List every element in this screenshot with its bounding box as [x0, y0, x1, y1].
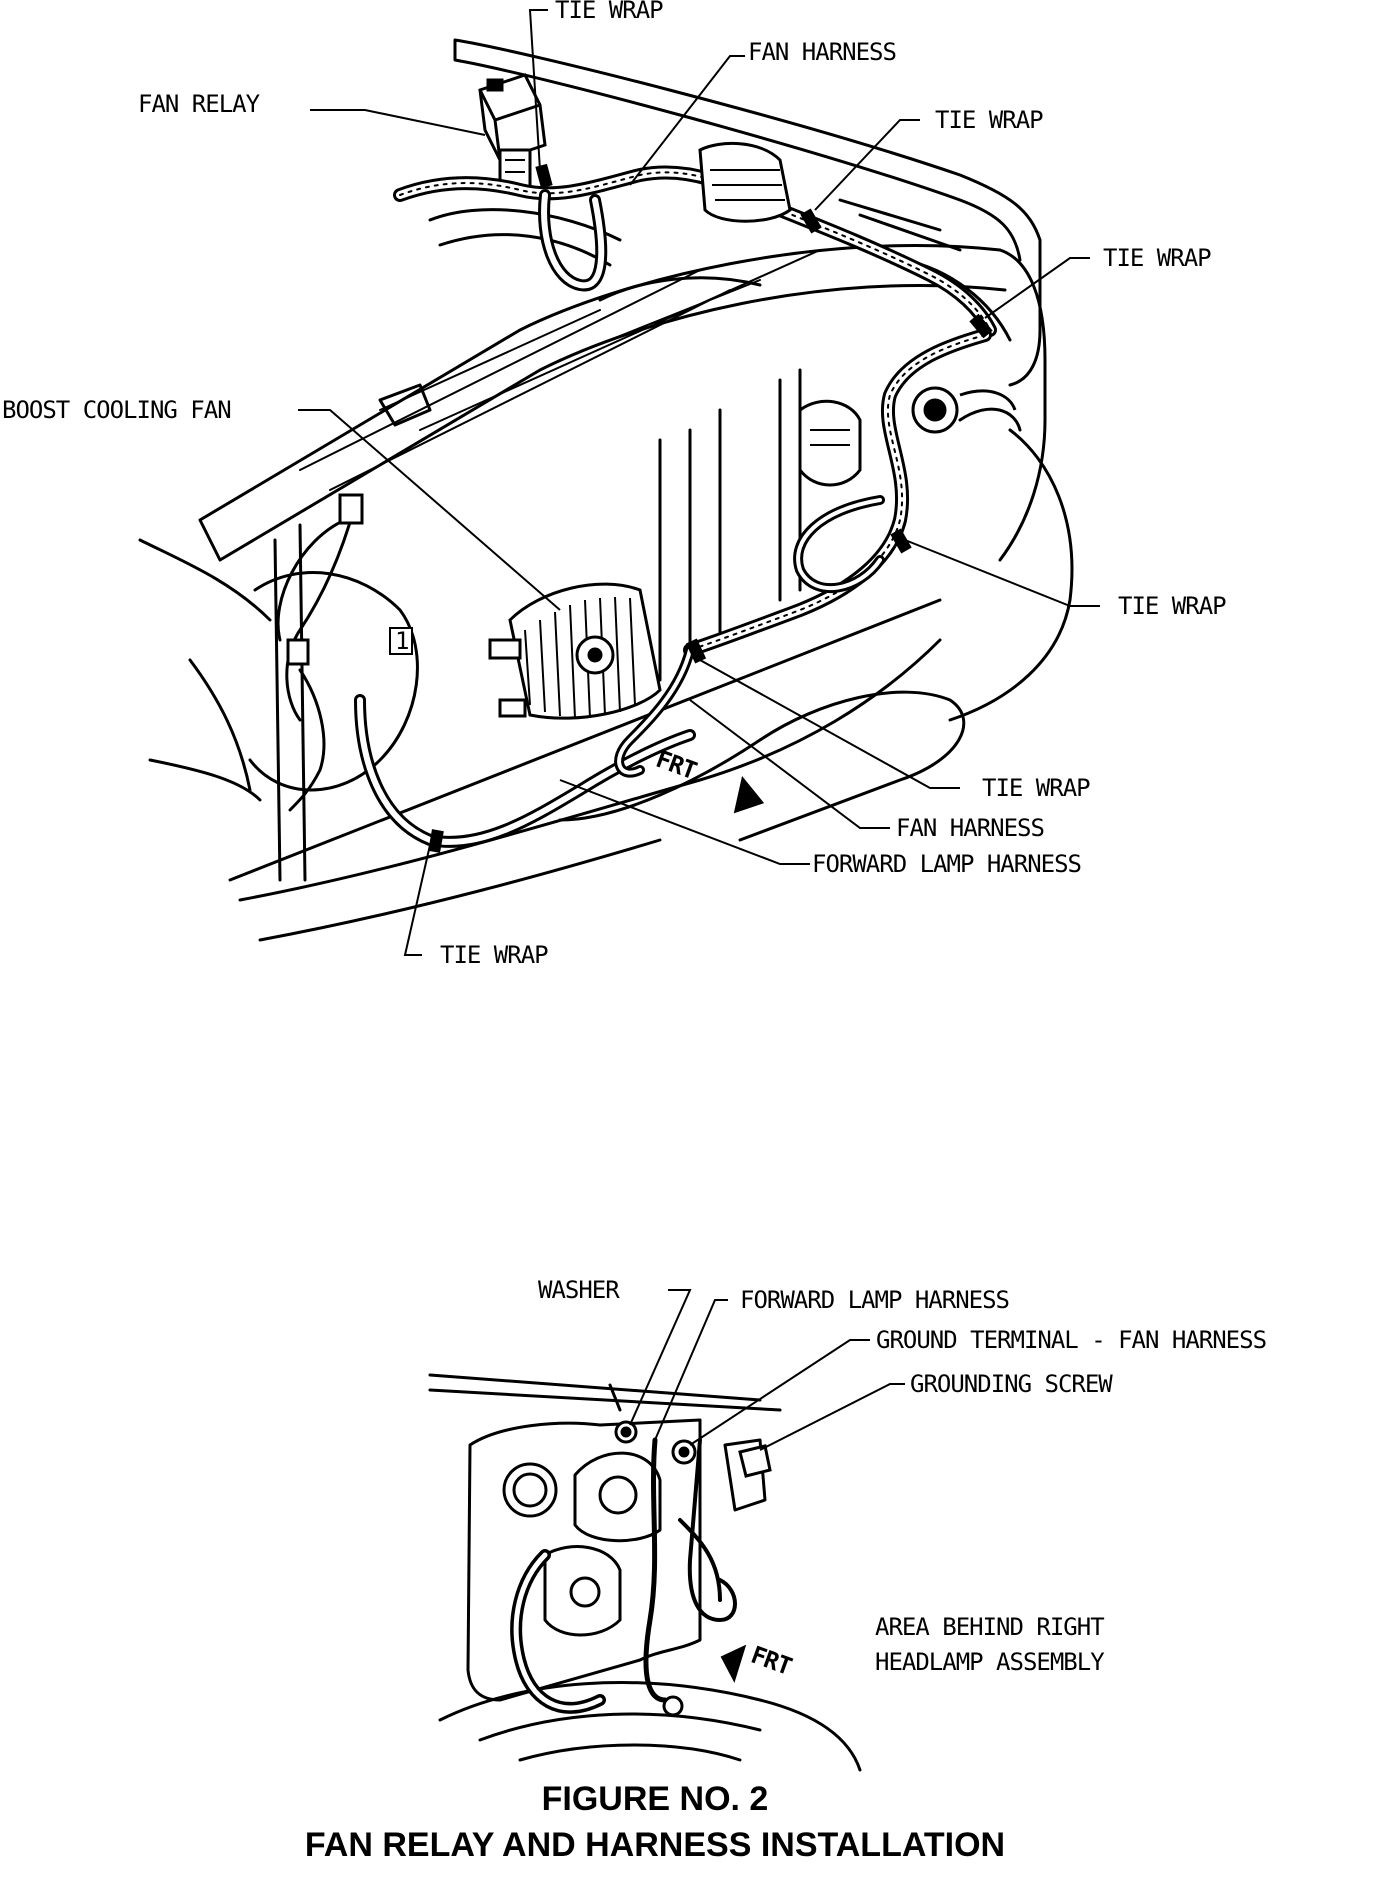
tie-wrap-marks: [428, 163, 993, 853]
area-note-line-1: AREA BEHIND RIGHT: [875, 1613, 1104, 1641]
label-boost-cooling-fan: BOOST COOLING FAN: [2, 396, 231, 424]
panel-number: 1: [395, 627, 408, 655]
radiator-support-upper: [453, 38, 1042, 387]
left-side-wiring: [276, 493, 364, 812]
label-washer: WASHER: [538, 1276, 620, 1304]
label-tie-wrap-lower-right: TIE WRAP: [982, 774, 1090, 802]
detail-lower-contours: [438, 1681, 862, 1772]
label-fan-harness-lower: FAN HARNESS: [896, 814, 1044, 842]
left-fender-apron: [138, 538, 272, 802]
detail-harness: [510, 1437, 737, 1714]
label-fan-harness-top: FAN HARNESS: [748, 38, 896, 66]
support-post-left: [273, 523, 307, 882]
hood-latch-bracket: [378, 383, 432, 427]
frt-arrow-top-icon: [733, 775, 765, 814]
hood-contour-right: [838, 198, 962, 252]
label-ground-terminal: GROUND TERMINAL - FAN HARNESS: [876, 1326, 1266, 1354]
fan-harness-right: [683, 328, 992, 657]
label-tie-wrap-mid-right: TIE WRAP: [1118, 592, 1226, 620]
label-tie-wrap-bottom: TIE WRAP: [440, 941, 548, 969]
lower-frame-rail: [558, 690, 966, 842]
label-tie-wrap-right: TIE WRAP: [1103, 244, 1211, 272]
leader-lines-top: [298, 9, 1100, 956]
detail-fasteners: [614, 1420, 772, 1717]
right-headlamp-components: [798, 386, 1017, 487]
label-forward-lamp-harness-detail: FORWARD LAMP HARNESS: [740, 1286, 1009, 1314]
label-fan-relay: FAN RELAY: [138, 90, 261, 118]
engine-compartment-illustration: [138, 38, 1074, 942]
detail-grommet: [502, 1462, 558, 1518]
support-post-center: [658, 408, 722, 682]
leader-lines-detail: [629, 1289, 905, 1451]
forward-lamp-harness-lower: [354, 645, 696, 848]
label-tie-wrap-top: TIE WRAP: [555, 0, 663, 24]
grounding-screw-icon: [738, 1444, 772, 1478]
label-forward-lamp-harness: FORWARD LAMP HARNESS: [812, 850, 1081, 878]
frt-arrow-detail-icon: [720, 1644, 747, 1683]
crossmember-ribs: [299, 249, 821, 491]
detail-upper-support: [428, 1373, 782, 1412]
callouts-top: TIE WRAP FAN HARNESS FAN RELAY TIE WRAP …: [2, 0, 1227, 969]
callouts-detail: WASHER FORWARD LAMP HARNESS GROUND TERMI…: [538, 1276, 1267, 1676]
figure-title: FAN RELAY AND HARNESS INSTALLATION: [304, 1826, 1006, 1864]
headlamp-area-illustration: [428, 1373, 862, 1772]
left-inner-fender: [248, 571, 419, 792]
area-note-line-2: HEADLAMP ASSEMBLY: [875, 1648, 1105, 1676]
fan-relay: [478, 73, 547, 192]
label-grounding-screw: GROUNDING SCREW: [910, 1370, 1113, 1398]
boost-cooling-fan: [488, 582, 662, 720]
detail-mounting-panel: [466, 1418, 702, 1702]
lower-frame: [228, 598, 942, 942]
figure-number: FIGURE NO. 2: [541, 1780, 769, 1818]
frt-marker-detail: FRT: [720, 1641, 795, 1683]
panel-number-box: [389, 627, 413, 655]
svg-text:FRT: FRT: [747, 1641, 795, 1681]
label-tie-wrap-upper-right: TIE WRAP: [935, 106, 1043, 134]
crossmember-module: [698, 141, 792, 223]
frt-marker-top: FRT: [652, 745, 765, 814]
right-wheelhouse: [948, 248, 1074, 722]
